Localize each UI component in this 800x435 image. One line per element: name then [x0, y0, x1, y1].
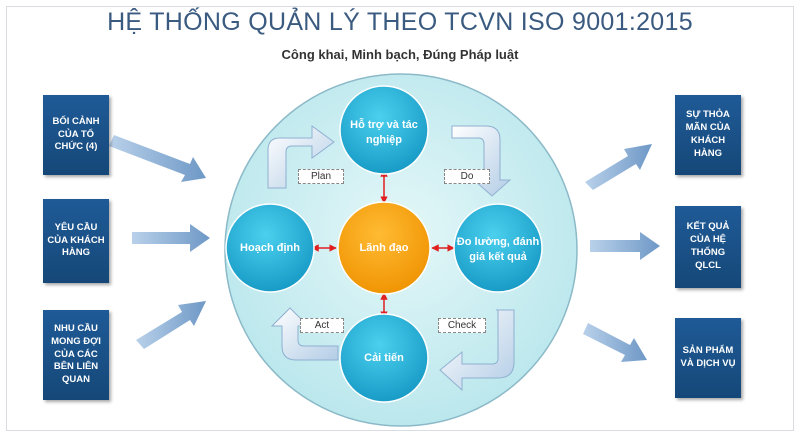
act-curved-arrow: [270, 307, 339, 361]
input-box-customer-requirements-label: YÊU CẦU CỦA KHÁCH HÀNG: [47, 221, 105, 259]
input-box-stakeholder-needs-label: NHU CẦU MONG ĐỢI CỦA CÁC BÊN LIÊN QUAN: [51, 322, 101, 386]
output-box-products-services: SẢN PHẨM VÀ DỊCH VỤ: [675, 318, 741, 398]
node-improvement-circle: [339, 313, 429, 403]
input-box-customer-requirements: YÊU CẦU CỦA KHÁCH HÀNG: [43, 199, 109, 283]
node-evaluation-circle: [453, 203, 543, 293]
node-support-label: Hỗ trợ và tác nghiệp: [350, 119, 418, 146]
input-box-stakeholder-needs: NHU CẦU MONG ĐỢI CỦA CÁC BÊN LIÊN QUAN: [43, 310, 109, 400]
output-arrow-top: [585, 144, 652, 190]
step-tag-do: Do: [444, 169, 490, 184]
do-curved-arrow: [451, 125, 512, 197]
page-subtitle: Công khai, Minh bạch, Đúng Pháp luật: [281, 47, 519, 62]
node-planning-label: Hoạch định: [240, 242, 300, 254]
input-box-context-label: BỐI CẢNH CỦA TỔ CHỨC (4): [52, 115, 100, 153]
output-box-customer-satisfaction-label: SỰ THỎA MÃN CỦA KHÁCH HÀNG: [685, 109, 731, 159]
step-tag-plan: Plan: [298, 169, 344, 184]
node-leadership-circle: [337, 201, 431, 295]
node-support-circle: [339, 85, 429, 175]
check-curved-arrow: [439, 309, 515, 392]
step-tag-act: Act: [300, 318, 344, 333]
node-evaluation-label: Đo lường, đánh giá kết quả: [456, 236, 540, 263]
node-planning-circle: [225, 203, 315, 293]
output-arrow-middle: [590, 232, 660, 260]
input-arrow-bottom: [136, 301, 206, 349]
page-title: HỆ THỐNG QUẢN LÝ THEO TCVN ISO 9001:2015: [107, 8, 693, 36]
output-box-customer-satisfaction: SỰ THỎA MÃN CỦA KHÁCH HÀNG: [675, 95, 741, 175]
output-box-qms-results: KẾT QUẢ CỦA HỆ THỐNG QLCL: [675, 206, 741, 288]
plan-curved-arrow: [267, 125, 335, 189]
input-box-context: BỐI CẢNH CỦA TỔ CHỨC (4): [43, 95, 109, 175]
input-arrow-top: [109, 135, 206, 182]
output-box-products-services-label: SẢN PHẨM VÀ DỊCH VỤ: [680, 345, 736, 369]
output-arrow-bottom: [583, 323, 647, 362]
step-tag-check: Check: [438, 318, 486, 333]
node-improvement-label: Cải tiến: [364, 352, 404, 364]
output-box-qms-results-label: KẾT QUẢ CỦA HỆ THỐNG QLCL: [686, 221, 730, 271]
node-leadership-label: Lãnh đạo: [359, 242, 409, 254]
input-arrow-middle: [132, 224, 210, 252]
